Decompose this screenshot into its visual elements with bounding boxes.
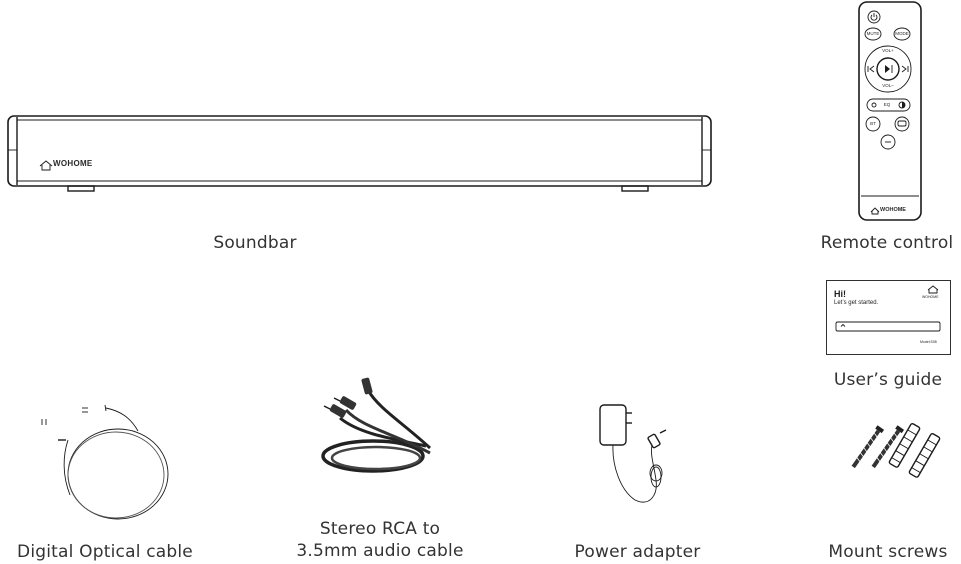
- power-adapter-caption: Power adapter: [574, 542, 701, 562]
- optical-cable-illustration: [30, 395, 170, 530]
- power-icon: [867, 10, 881, 24]
- play-pause-icon: [885, 65, 893, 73]
- remote-eq-label: EQ: [883, 102, 891, 107]
- house-logo-icon: [39, 160, 53, 171]
- remote-vol-up-label: VOL+: [882, 48, 894, 53]
- house-logo-icon: [870, 207, 880, 215]
- house-logo-icon: [927, 285, 939, 294]
- remote-vol-down-label: VOL–: [882, 83, 894, 88]
- remote-bt-label: BT: [870, 121, 876, 126]
- guide-title: Hi!: [834, 289, 846, 299]
- optical-cable-caption: Digital Optical cable: [17, 542, 193, 562]
- remote-brand-label: WOHOME: [880, 207, 906, 213]
- soundbar-caption: Soundbar: [213, 233, 297, 253]
- rca-cable-caption-line2: 3.5mm audio cable: [296, 541, 464, 561]
- input-source-icon: [897, 120, 907, 127]
- remote-mute-label: MUTE: [866, 31, 880, 36]
- rca-cable-illustration: [318, 377, 448, 488]
- guide-subtitle: Let’s get started.: [834, 300, 879, 306]
- soundbar-brand-label: WOHOME: [53, 159, 93, 168]
- remote-mode-label: MODE: [895, 31, 909, 36]
- users-guide-caption: User’s guide: [833, 370, 943, 390]
- soundbar-illustration: WOHOME: [0, 0, 730, 200]
- dimmer-icon: [898, 101, 906, 109]
- users-guide-illustration: Hi! Let’s get started. WOHOME Model:S08: [826, 280, 952, 356]
- mount-screws-illustration: [848, 418, 941, 488]
- rca-cable-caption-line1: Stereo RCA to: [319, 519, 441, 539]
- next-icon: [901, 65, 909, 73]
- previous-icon: [867, 65, 875, 73]
- power-adapter-illustration: [590, 395, 680, 515]
- mount-screws-caption: Mount screws: [828, 542, 948, 562]
- sound-effect-icon: [871, 102, 877, 108]
- remote-control-caption: Remote control: [820, 233, 954, 253]
- guide-logo-text: WOHOME: [922, 295, 939, 299]
- remote-control-illustration: MUTE MODE VOL+ VOL– EQ BT WOHOME: [855, 0, 925, 225]
- guide-model-label: Model:S08: [920, 340, 937, 344]
